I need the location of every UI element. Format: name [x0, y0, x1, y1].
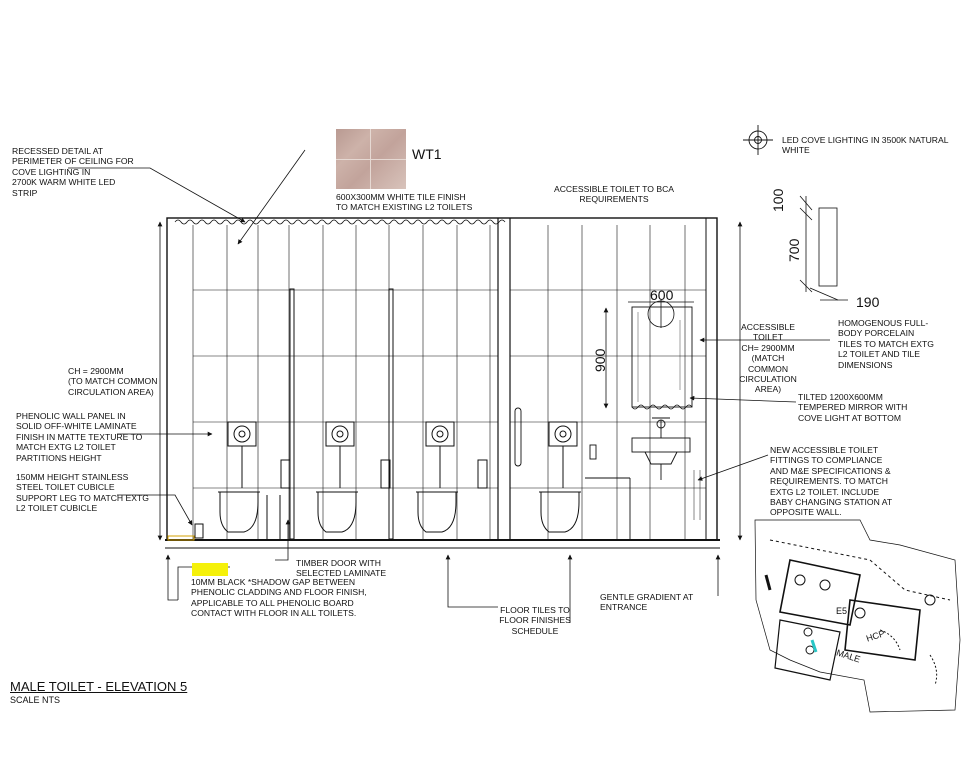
dim-190: 190 — [856, 294, 880, 310]
note-support-leg: 150MM HEIGHT STAINLESS STEEL TOILET CUBI… — [16, 472, 149, 514]
note-shadow-gap: 10MM BLACK *SHADOW GAP BETWEEN PHENOLIC … — [191, 577, 367, 619]
note-mirror: TILTED 1200X600MM TEMPERED MIRROR WITH C… — [798, 392, 908, 423]
note-timber-door: TIMBER DOOR WITH SELECTED LAMINATE — [296, 558, 387, 579]
dimension-lines — [157, 195, 848, 541]
wc-pan — [218, 421, 260, 533]
note-ceiling-height: CH = 2900MM (TO MATCH COMMON CIRCULATION… — [68, 366, 158, 397]
note-gradient: GENTLE GRADIENT AT ENTRANCE — [600, 592, 694, 613]
dim-100: 100 — [770, 188, 786, 212]
note-tile-finish: 600X300MM WHITE TILE FINISH TO MATCH EXI… — [336, 192, 473, 213]
note-accessible-ch: ACCESSIBLE TOILET CH= 2900MM (MATCH COMM… — [739, 322, 797, 395]
key-plan-e5: E5 — [836, 606, 848, 616]
cubicle-partitions — [167, 288, 488, 541]
tile-swatch-image — [336, 129, 406, 189]
note-porcelain: HOMOGENOUS FULL- BODY PORCELAIN TILES TO… — [838, 318, 934, 370]
drawing-title: MALE TOILET - ELEVATION 5 — [10, 679, 188, 694]
drawing-scale: SCALE NTS — [10, 695, 61, 705]
dim-700: 700 — [786, 238, 802, 262]
note-floor-tiles: FLOOR TILES TO FLOOR FINISHES SCHEDULE — [499, 605, 571, 636]
material-code: WT1 — [412, 146, 442, 162]
ceiling-cove-line — [174, 219, 506, 225]
accessible-fittings — [514, 306, 707, 539]
shadow-gap-highlight — [192, 563, 228, 576]
dim-600: 600 — [650, 287, 674, 303]
note-phenolic-panel: PHENOLIC WALL PANEL IN SOLID OFF-WHITE L… — [16, 411, 143, 463]
note-led-cove: LED COVE LIGHTING IN 3500K NATURAL WHITE — [782, 135, 949, 156]
wc-pan — [316, 421, 358, 533]
wc-pans — [218, 421, 581, 533]
dim-900: 900 — [592, 348, 608, 372]
note-new-accessible: NEW ACCESSIBLE TOILET FITTINGS TO COMPLI… — [770, 445, 893, 518]
note-accessible-bca: ACCESSIBLE TOILET TO BCA REQUIREMENTS — [553, 184, 675, 205]
wc-pan — [539, 421, 581, 533]
note-recessed: RECESSED DETAIL AT PERIMETER OF CEILING … — [12, 146, 134, 198]
led-legend-symbol — [743, 125, 773, 155]
key-plan — [754, 519, 961, 713]
elevation-frame — [165, 217, 720, 549]
leader-lines — [68, 149, 830, 623]
wc-pan — [416, 421, 458, 533]
